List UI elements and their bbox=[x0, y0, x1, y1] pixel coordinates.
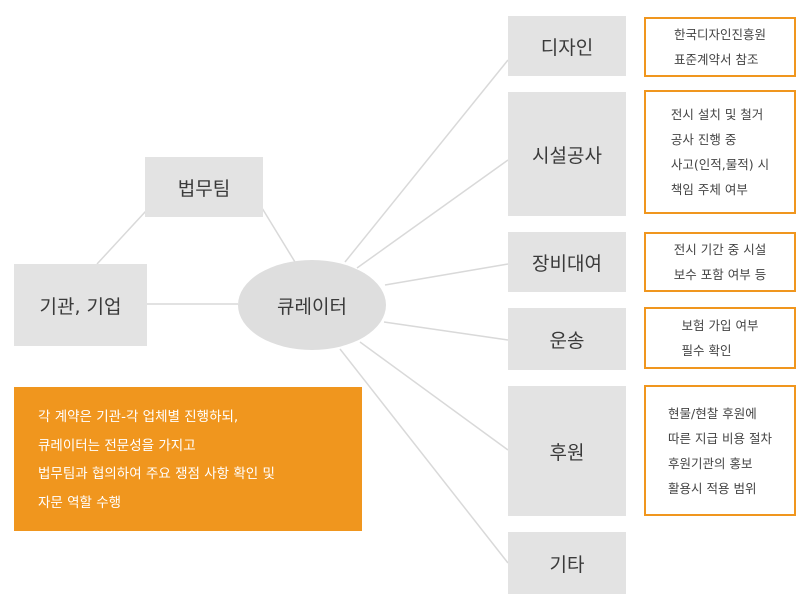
branch-design: 디자인 bbox=[508, 16, 626, 76]
note-equipment: 전시 기간 중 시설 보수 포함 여부 등 bbox=[644, 232, 796, 292]
note-equipment-line: 전시 기간 중 시설 bbox=[673, 242, 767, 257]
note-construction: 전시 설치 및 철거 공사 진행 중 사고(인적,물적) 시 책임 주체 여부 bbox=[644, 90, 796, 214]
summary-line: 법무팀과 협의하여 주요 쟁점 사항 확인 및 bbox=[38, 466, 275, 482]
note-sponsor-line: 따른 지급 비용 절차 bbox=[668, 430, 772, 446]
branch-design-label: 디자인 bbox=[540, 36, 594, 59]
connector-center-transport bbox=[383, 321, 509, 341]
summary-line: 큐레이터는 전문성을 가지고 bbox=[38, 437, 196, 454]
curator-node: 큐레이터 bbox=[238, 260, 386, 350]
legal-team-node: 법무팀 bbox=[145, 157, 263, 217]
branch-construction-label: 시설공사 bbox=[532, 144, 602, 167]
note-construction-line: 공사 진행 중 bbox=[670, 132, 737, 147]
note-sponsor: 현물/현찰 후원에 따른 지급 비용 절차 후원기관의 홍보 활용시 적용 범위 bbox=[644, 385, 796, 516]
connector-center-etc bbox=[339, 348, 509, 564]
branch-equipment: 장비대여 bbox=[508, 232, 626, 292]
summary-line: 자문 역할 수행 bbox=[38, 494, 122, 511]
note-sponsor-line: 활용시 적용 범위 bbox=[668, 480, 757, 496]
org-node: 기관, 기업 bbox=[14, 264, 147, 346]
summary-line: 각 계약은 기관-각 업체별 진행하되, bbox=[38, 409, 239, 425]
connector-center-construction bbox=[356, 159, 509, 269]
branch-etc: 기타 bbox=[508, 532, 626, 594]
branch-construction: 시설공사 bbox=[508, 92, 626, 216]
branch-transport-label: 운송 bbox=[549, 329, 585, 352]
note-sponsor-line: 현물/현찰 후원에 bbox=[668, 405, 757, 421]
note-transport-line: 보험 가입 여부 bbox=[681, 318, 759, 333]
note-transport: 보험 가입 여부 필수 확인 bbox=[644, 307, 796, 369]
summary-box: 각 계약은 기관-각 업체별 진행하되, 큐레이터는 전문성을 가지고 법무팀과… bbox=[14, 387, 362, 531]
legal-team-label: 법무팀 bbox=[177, 177, 231, 200]
branch-equipment-label: 장비대여 bbox=[532, 252, 602, 275]
note-construction-line: 책임 주체 여부 bbox=[670, 182, 748, 197]
connector-legal-center bbox=[261, 207, 296, 263]
connector-center-equipment bbox=[384, 263, 509, 286]
connector-center-sponsor bbox=[359, 341, 509, 451]
note-transport-line: 필수 확인 bbox=[681, 343, 732, 358]
curator-label: 큐레이터 bbox=[277, 295, 347, 318]
note-equipment-line: 보수 포함 여부 등 bbox=[673, 267, 767, 282]
org-label: 기관, 기업 bbox=[39, 295, 122, 318]
note-sponsor-line: 후원기관의 홍보 bbox=[668, 455, 753, 471]
note-design-line: 한국디자인진흥원 bbox=[673, 27, 766, 42]
note-design-line: 표준계약서 참조 bbox=[673, 52, 759, 67]
branch-transport: 운송 bbox=[508, 308, 626, 370]
note-construction-line: 전시 설치 및 철거 bbox=[670, 107, 764, 122]
connector-center-design bbox=[344, 59, 509, 263]
note-design: 한국디자인진흥원 표준계약서 참조 bbox=[644, 17, 796, 77]
branch-sponsor-label: 후원 bbox=[549, 441, 585, 464]
note-construction-line: 사고(인적,물적) 시 bbox=[670, 157, 770, 172]
branch-sponsor: 후원 bbox=[508, 386, 626, 516]
branch-etc-label: 기타 bbox=[549, 553, 585, 576]
